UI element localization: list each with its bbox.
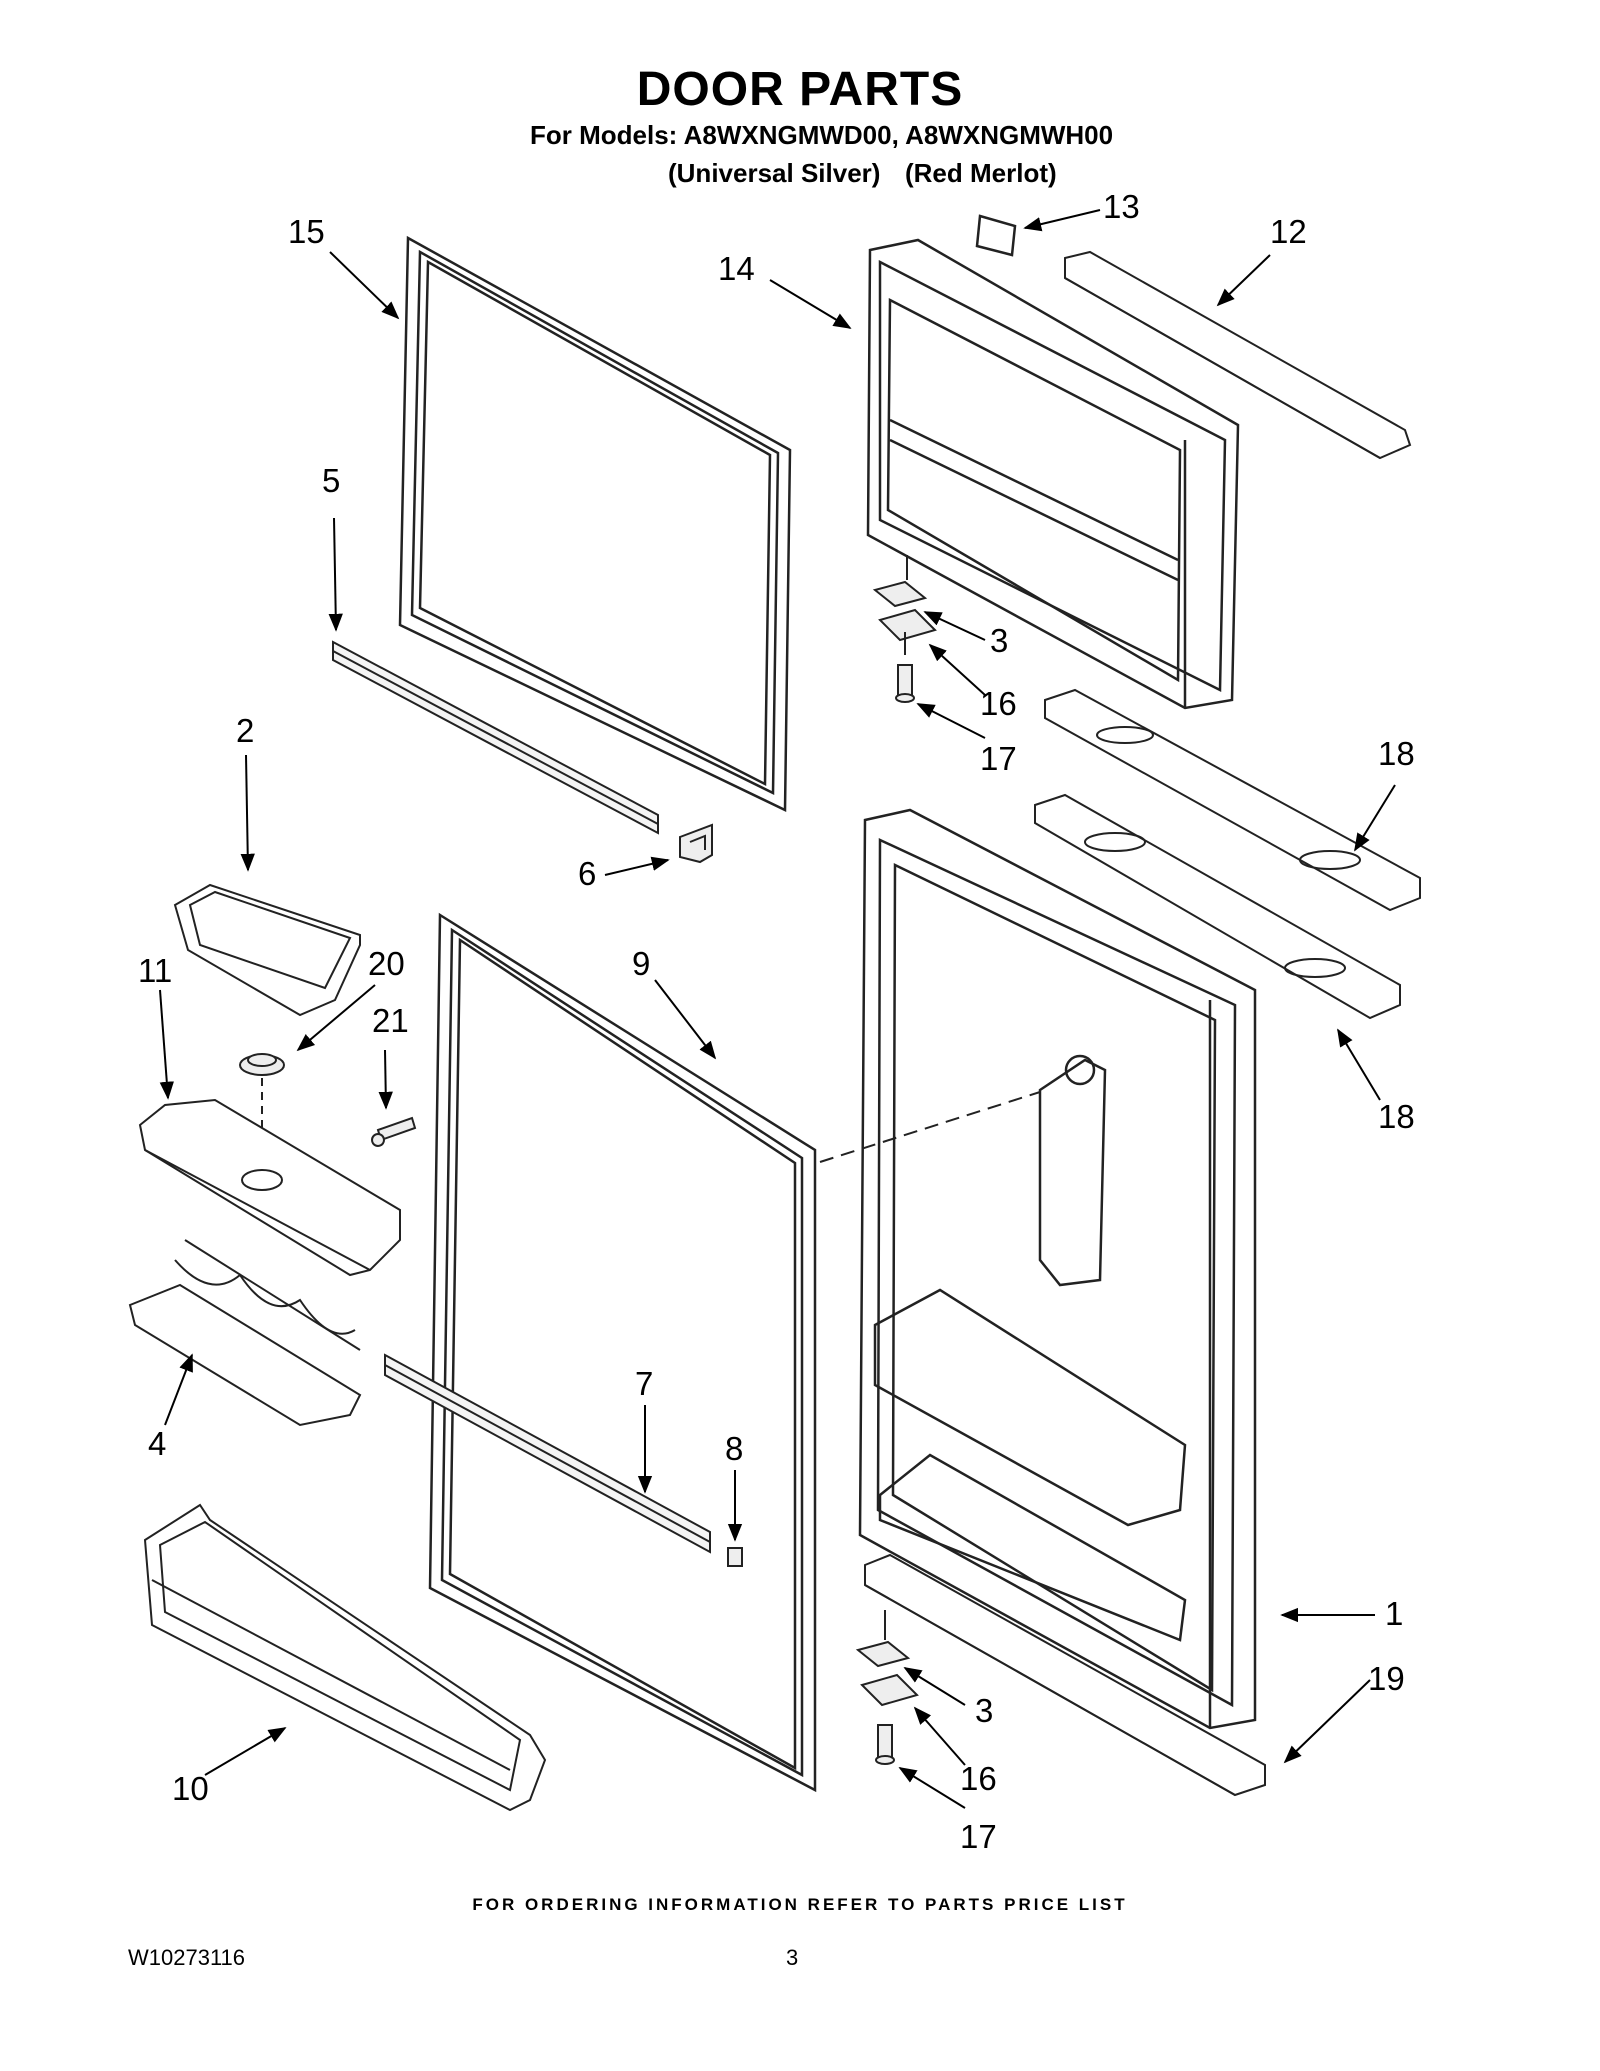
leader-lines <box>159 209 1396 1809</box>
page-title: DOOR PARTS <box>636 63 964 116</box>
callout-7: 7 <box>635 1365 653 1402</box>
part-21-pin <box>371 1116 417 1147</box>
ordering-info-note: FOR ORDERING INFORMATION REFER TO PARTS … <box>472 1895 1128 1914</box>
models-line: For Models: A8WXNGMWD00, A8WXNGMWH00 <box>530 120 1114 150</box>
part-6-clip <box>679 823 713 864</box>
part-1-lower-door <box>858 808 1257 1730</box>
part-14-upper-door <box>866 238 1240 710</box>
part-17-screw-lower <box>875 1724 895 1765</box>
part-18-trim-lower <box>1034 793 1401 1020</box>
callout-17-lower: 17 <box>960 1818 997 1855</box>
callout-13: 13 <box>1103 188 1140 225</box>
part-7-strip <box>384 1353 711 1554</box>
part-8-clip <box>727 1547 743 1567</box>
callout-20: 20 <box>368 945 405 982</box>
part-9-lower-gasket <box>428 912 817 1793</box>
leader-dashed-9 <box>819 1091 1041 1163</box>
callout-16-upper: 16 <box>980 685 1017 722</box>
part-10-door-bin <box>143 1503 547 1812</box>
part-13-label <box>975 214 1017 257</box>
callout-17-upper: 17 <box>980 740 1017 777</box>
part-19-lower-cap <box>864 1553 1266 1797</box>
part-3-hinge-upper <box>872 555 937 655</box>
part-20-knob <box>239 1053 285 1076</box>
part-17-screw-upper <box>895 664 915 703</box>
callout-19: 19 <box>1368 1660 1405 1697</box>
document-id: W10273116 <box>128 1945 246 1970</box>
part-4-wine-rack <box>128 1239 362 1427</box>
part-15-upper-gasket <box>398 235 792 812</box>
page-number: 3 <box>786 1945 799 1970</box>
part-5-strip <box>332 640 659 835</box>
callout-21: 21 <box>372 1002 409 1039</box>
callout-4: 4 <box>148 1425 166 1462</box>
callout-labels: 15 14 13 12 5 3 16 17 2 6 18 11 20 21 9 … <box>138 188 1415 1855</box>
part-3-hinge-lower <box>855 1610 919 1707</box>
callout-2: 2 <box>236 712 254 749</box>
part-18-trim-upper <box>1044 688 1421 912</box>
variant-red-merlot: (Red Merlot) <box>905 158 1057 188</box>
callout-12: 12 <box>1270 213 1307 250</box>
part-2-bin <box>173 883 361 1017</box>
callout-5: 5 <box>322 462 340 499</box>
callout-6: 6 <box>578 855 596 892</box>
callout-11: 11 <box>138 952 172 989</box>
callout-8: 8 <box>725 1430 743 1467</box>
callout-18-lower: 18 <box>1378 1098 1415 1135</box>
callout-18-upper: 18 <box>1378 735 1415 772</box>
callout-15: 15 <box>288 213 325 250</box>
callout-1: 1 <box>1385 1595 1403 1632</box>
callout-10: 10 <box>172 1770 209 1807</box>
callout-16-lower: 16 <box>960 1760 997 1797</box>
part-11-shelf <box>138 1098 401 1277</box>
callout-3-lower: 3 <box>975 1692 993 1729</box>
callout-9: 9 <box>632 945 650 982</box>
variant-universal-silver: (Universal Silver) <box>668 158 881 188</box>
variants-line: (Universal Silver) (Red Merlot) <box>668 158 1057 189</box>
part-12-end-cap <box>1064 250 1412 460</box>
callout-3-upper: 3 <box>990 622 1008 659</box>
callout-14: 14 <box>718 250 755 287</box>
